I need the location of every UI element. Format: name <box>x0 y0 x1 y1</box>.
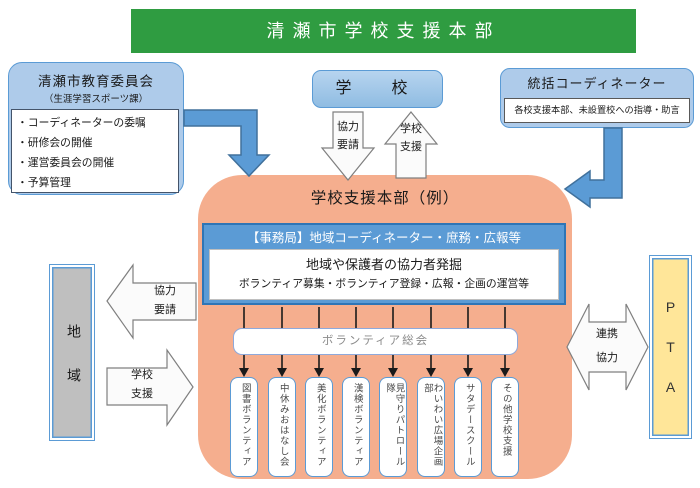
region-request-label: 協力 要請 <box>154 285 176 316</box>
secretariat-detail-box: 地域や保護者の協力者発掘 ボランティア募集・ボランティア登録・広報・企画の運営等 <box>209 249 559 300</box>
general-coordinator-box: 統括コーディネーター 各校支援本部、未設置校への指導・助言 <box>500 68 694 128</box>
secretariat-bar: 【事務局】地域コーディネーター・庶務・広報等 地域や保護者の協力者発掘 ボランテ… <box>202 223 566 305</box>
group-label: 中休みおはなし会 <box>277 383 288 467</box>
group-box: 漢検ボランティア <box>342 377 370 477</box>
board-of-education-title: 清瀬市教育委員会 <box>38 74 154 89</box>
group-label: その他学校支援 <box>500 383 511 457</box>
general-coordinator-note: 各校支援本部、未設置校への指導・助言 <box>504 98 690 123</box>
group-label: わいわい広場企画部 <box>422 383 442 467</box>
group-box: 中休みおはなし会 <box>268 377 296 477</box>
duty-item: ・コーディネーターの委嘱 <box>17 117 146 129</box>
group-box: 見守りパトロール隊 <box>379 377 407 477</box>
board-of-education-duties: ・コーディネーターの委嘱 ・研修会の開催 ・運営委員会の開催 ・予算管理 <box>11 109 179 193</box>
region-label: 地域 <box>65 323 80 412</box>
group-box: 図書ボランティア <box>230 377 258 477</box>
recruit-line: 地域や保護者の協力者発掘 <box>305 257 462 272</box>
general-coordinator-title: 統括コーディネーター <box>527 76 667 91</box>
group-box: 美化ボランティア <box>305 377 333 477</box>
pta-collab-label: 連携 協力 <box>596 328 618 364</box>
board-of-education-subtitle: （生涯学習スポーツ課） <box>43 95 149 105</box>
region-support-label: 学校 支援 <box>131 369 153 400</box>
school-box: 学 校 <box>312 70 443 108</box>
main-title-banner: 清瀬市学校支援本部 <box>131 9 636 53</box>
region-box: 地域 <box>49 264 95 441</box>
group-label: 図書ボランティア <box>239 383 250 467</box>
group-box: わいわい広場企画部 <box>417 377 445 477</box>
duty-item: ・運営委員会の開催 <box>17 157 115 169</box>
support-headquarters-title: 学校支援本部（例） <box>310 190 460 207</box>
group-box: サタデースクール <box>454 377 482 477</box>
group-label: 漢検ボランティア <box>351 383 362 467</box>
main-title: 清瀬市学校支援本部 <box>266 21 501 41</box>
duty-item: ・予算管理 <box>17 177 71 189</box>
secretariat-label: 【事務局】地域コーディネーター・庶務・広報等 <box>246 231 522 245</box>
cooperation-request-label: 協力 要請 <box>337 121 359 151</box>
group-box: その他学校支援 <box>491 377 519 477</box>
support-headquarters-box: 学校支援本部（例） 【事務局】地域コーディネーター・庶務・広報等 地域や保護者の… <box>198 175 572 479</box>
duty-item: ・研修会の開催 <box>17 137 93 149</box>
group-label: 見守りパトロール隊 <box>384 383 404 467</box>
pta-box: PTA <box>649 255 692 439</box>
school-support-label: 学校 支援 <box>400 123 422 153</box>
edu-to-hq-arrow <box>183 109 271 178</box>
group-label: サタデースクール <box>463 383 474 467</box>
coordinator-to-hq-arrow <box>563 127 623 209</box>
pta-label: PTA <box>662 299 679 419</box>
operations-line: ボランティア募集・ボランティア登録・広報・企画の運営等 <box>238 278 530 290</box>
school-label: 学 校 <box>335 80 420 97</box>
volunteer-assembly-box: ボランティア総会 <box>233 328 518 355</box>
group-label: 美化ボランティア <box>314 383 325 467</box>
board-of-education-box: 清瀬市教育委員会 （生涯学習スポーツ課） ・コーディネーターの委嘱 ・研修会の開… <box>8 62 184 195</box>
